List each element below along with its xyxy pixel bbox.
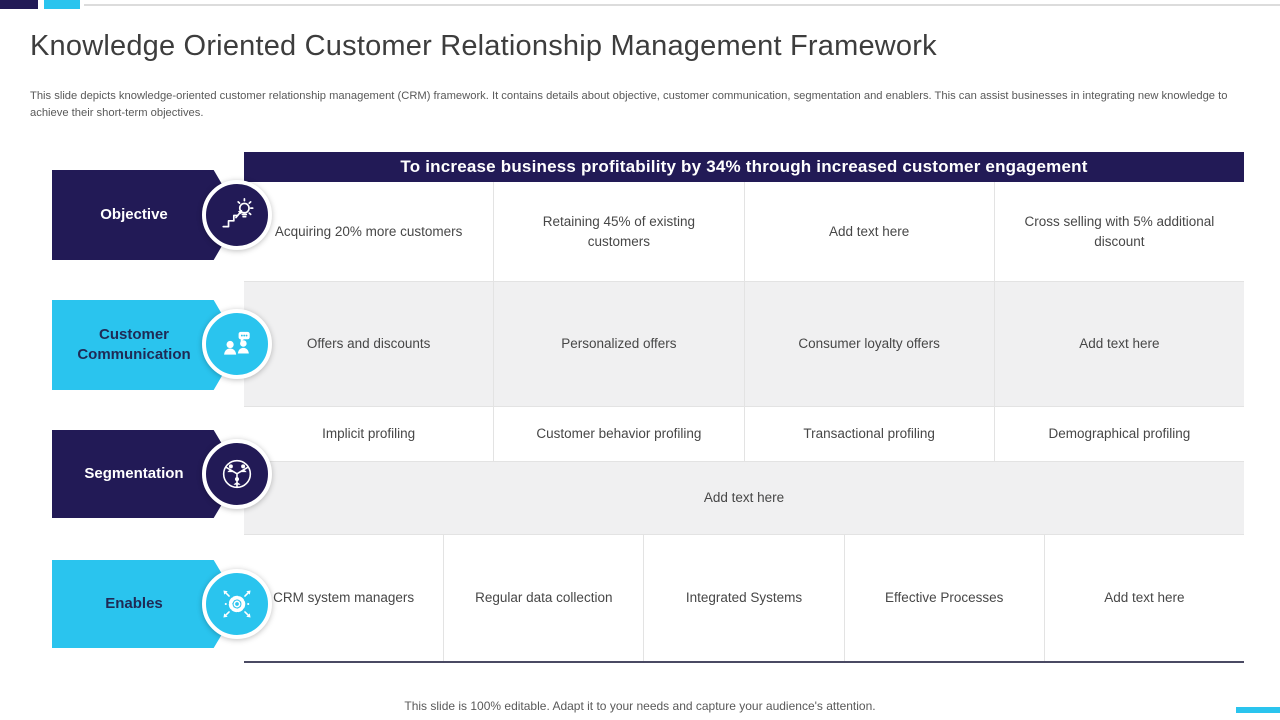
table-cell: Effective Processes (845, 535, 1045, 661)
table-cell: Transactional profiling (745, 407, 995, 461)
segmentation-placeholder-row: Add text here (244, 461, 1244, 534)
customer-communication-icon-badge (202, 309, 272, 379)
gear-network-icon (219, 586, 255, 622)
label-objective-text: Objective (100, 205, 168, 223)
enables-row: CRM system managers Regular data collect… (244, 534, 1244, 661)
table-cell: Personalized offers (494, 282, 745, 406)
table-cell: Integrated Systems (644, 535, 845, 661)
segmentation-icon-badge (202, 439, 272, 509)
table-cell: Consumer loyalty offers (745, 282, 995, 406)
table-cell: Cross selling with 5% additional discoun… (1024, 213, 1215, 249)
top-divider-line (84, 4, 1280, 6)
slide-description: This slide depicts knowledge-oriented cu… (30, 90, 1228, 119)
objective-banner: To increase business profitability by 34… (244, 152, 1244, 182)
editable-note: This slide is 100% editable. Adapt it to… (404, 699, 876, 713)
objective-icon-badge (202, 180, 272, 250)
page-title: Knowledge Oriented Customer Relationship… (30, 30, 937, 62)
enables-icon-badge (202, 569, 272, 639)
bulb-growth-icon (219, 197, 255, 233)
table-cell: Implicit profiling (244, 407, 495, 461)
top-left-cyan-bar (44, 0, 80, 9)
table-cell: Customer behavior profiling (494, 407, 745, 461)
label-customer-communication: Customer Communication (52, 300, 240, 390)
table-cell: Offers and discounts (244, 282, 495, 406)
bottom-right-cyan-bar (1236, 707, 1280, 713)
table-cell: CRM system managers (244, 535, 445, 661)
label-enables-text: Enables (105, 594, 163, 612)
framework-table: To increase business profitability by 34… (244, 152, 1244, 663)
table-cell: Retaining 45% of existing customers (494, 182, 745, 281)
top-left-navy-bar (0, 0, 38, 9)
label-segmentation-text: Segmentation (84, 464, 184, 482)
table-cell: Add text here (1104, 590, 1185, 606)
objective-row: Acquiring 20% more customers Retaining 4… (244, 182, 1244, 281)
label-customer-communication-text: Customer Communication (77, 325, 191, 363)
segmentation-profiling-row: Implicit profiling Customer behavior pro… (244, 406, 1244, 461)
customer-communication-row: Offers and discounts Personalized offers… (244, 281, 1244, 406)
table-cell: Regular data collection (444, 535, 645, 661)
table-cell: Acquiring 20% more customers (244, 182, 495, 281)
segmentation-icon (219, 456, 255, 492)
table-cell: Add text here (745, 182, 995, 281)
table-cell: Demographical profiling (1048, 426, 1191, 442)
table-cell: Add text here (1079, 336, 1160, 352)
table-cell: Add text here (703, 490, 785, 506)
people-chat-icon (219, 326, 255, 362)
